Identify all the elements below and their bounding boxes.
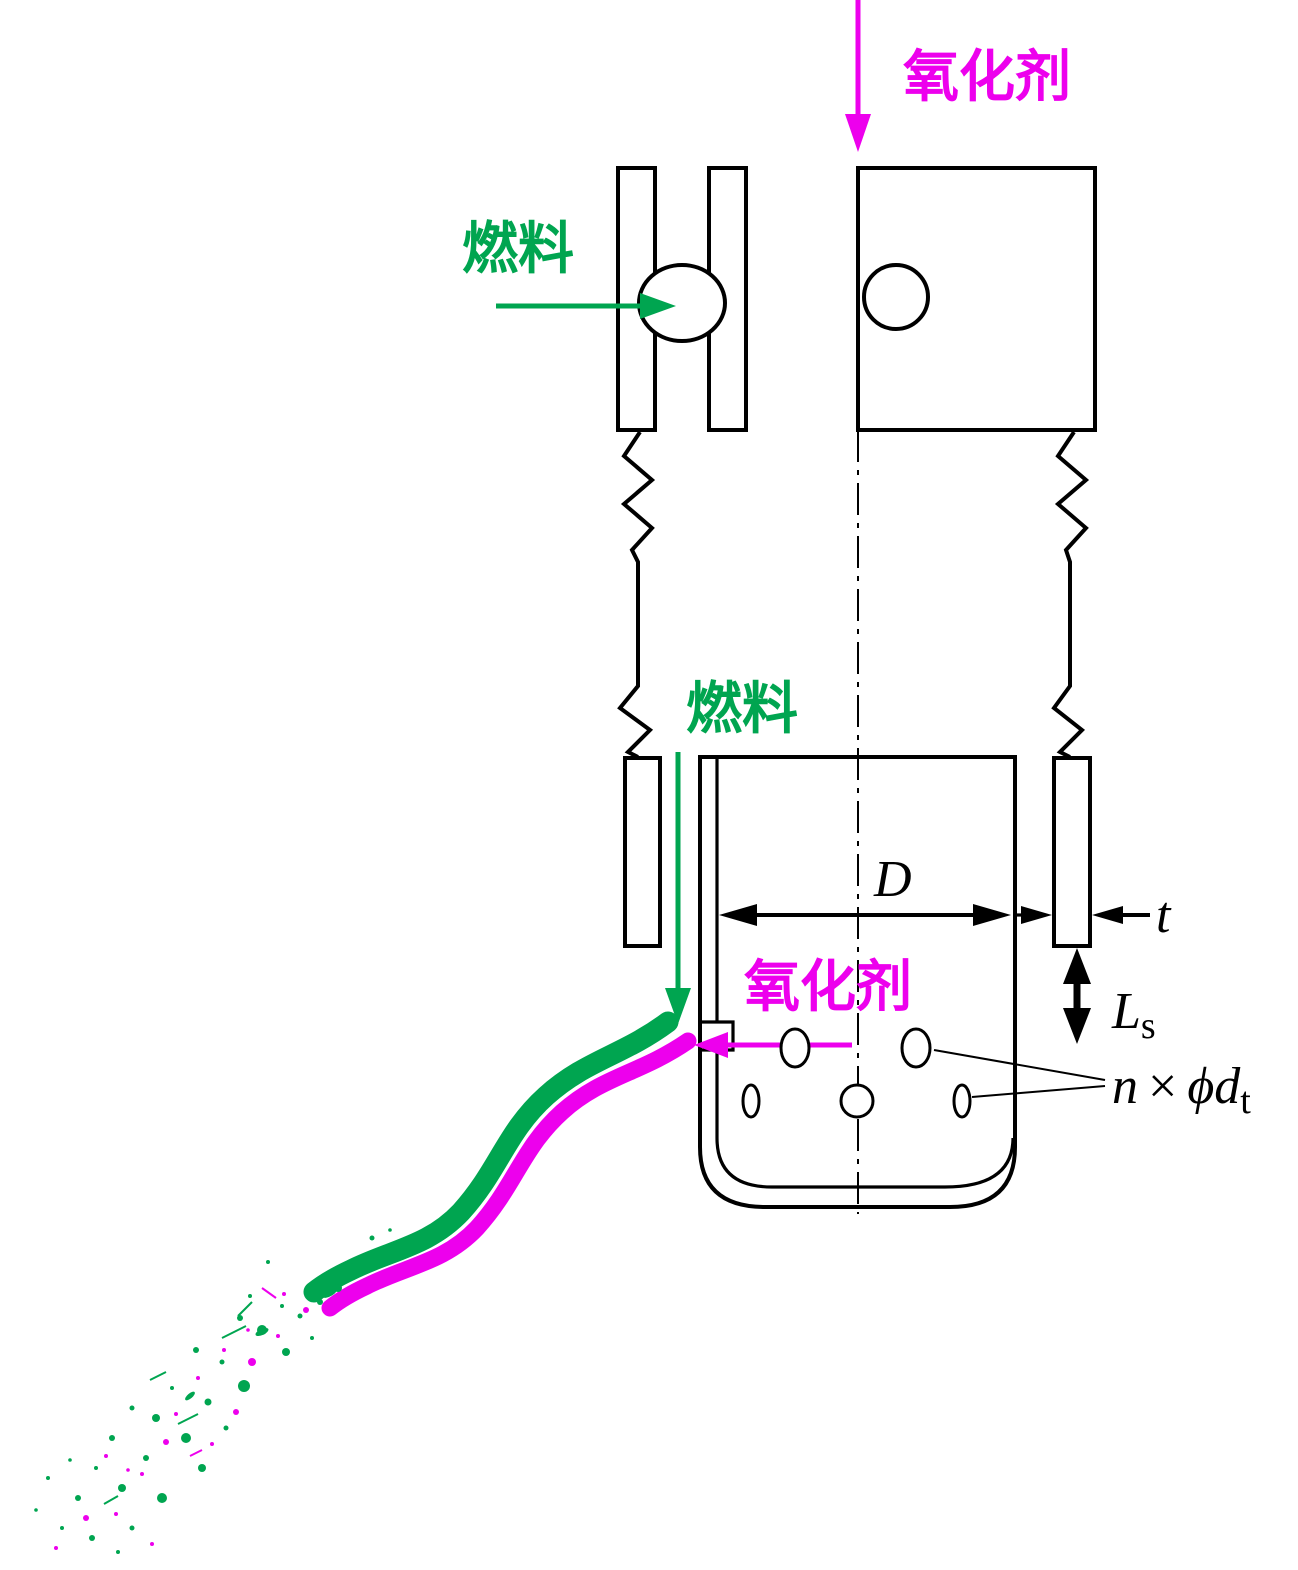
- upper-right-port-circle: [862, 263, 930, 331]
- oxidizer-spray-ribbon: [321, 1032, 697, 1317]
- dim-D-label: D: [873, 851, 912, 908]
- fuel-film-arrow: [665, 752, 691, 1024]
- fuel-inlet-arrow: [496, 293, 676, 319]
- hole: [779, 1027, 811, 1069]
- hole: [839, 1083, 875, 1119]
- injector-holes: [741, 1027, 972, 1119]
- hole: [741, 1083, 761, 1119]
- injector-body-inner-wall: [715, 757, 1015, 1189]
- hole: [900, 1027, 932, 1069]
- fuel-inlet-label: 燃料: [462, 219, 574, 281]
- holes-pointer-lines: [933, 1049, 1106, 1098]
- holes-label: n×ϕdt: [1112, 1058, 1251, 1122]
- spray-droplets: [34, 1228, 392, 1554]
- sleeve-right: [1052, 756, 1092, 948]
- dim-Ls-label: Ls: [1111, 983, 1156, 1047]
- dim-D-arrow: [719, 904, 1011, 926]
- sleeve-left: [623, 756, 662, 948]
- fuel-spray-ribbon: [303, 1011, 679, 1303]
- oxidizer-inlet-label: 氧化剂: [903, 47, 1071, 109]
- injector-body-outline: [698, 755, 1017, 1209]
- oxidizer-inlet-arrow: [845, 0, 871, 152]
- break-line-left: [617, 430, 656, 759]
- fuel-film-label: 燃料: [686, 679, 798, 741]
- dim-Ls-arrow: [1063, 948, 1091, 1044]
- hole: [952, 1083, 972, 1119]
- dim-t-arrows: [1016, 906, 1150, 924]
- swirl-port-ellipse: [637, 263, 727, 343]
- break-line-right: [1051, 430, 1090, 759]
- dim-t-label: t: [1156, 887, 1172, 944]
- oxidizer-port-label: 氧化剂: [744, 957, 912, 1019]
